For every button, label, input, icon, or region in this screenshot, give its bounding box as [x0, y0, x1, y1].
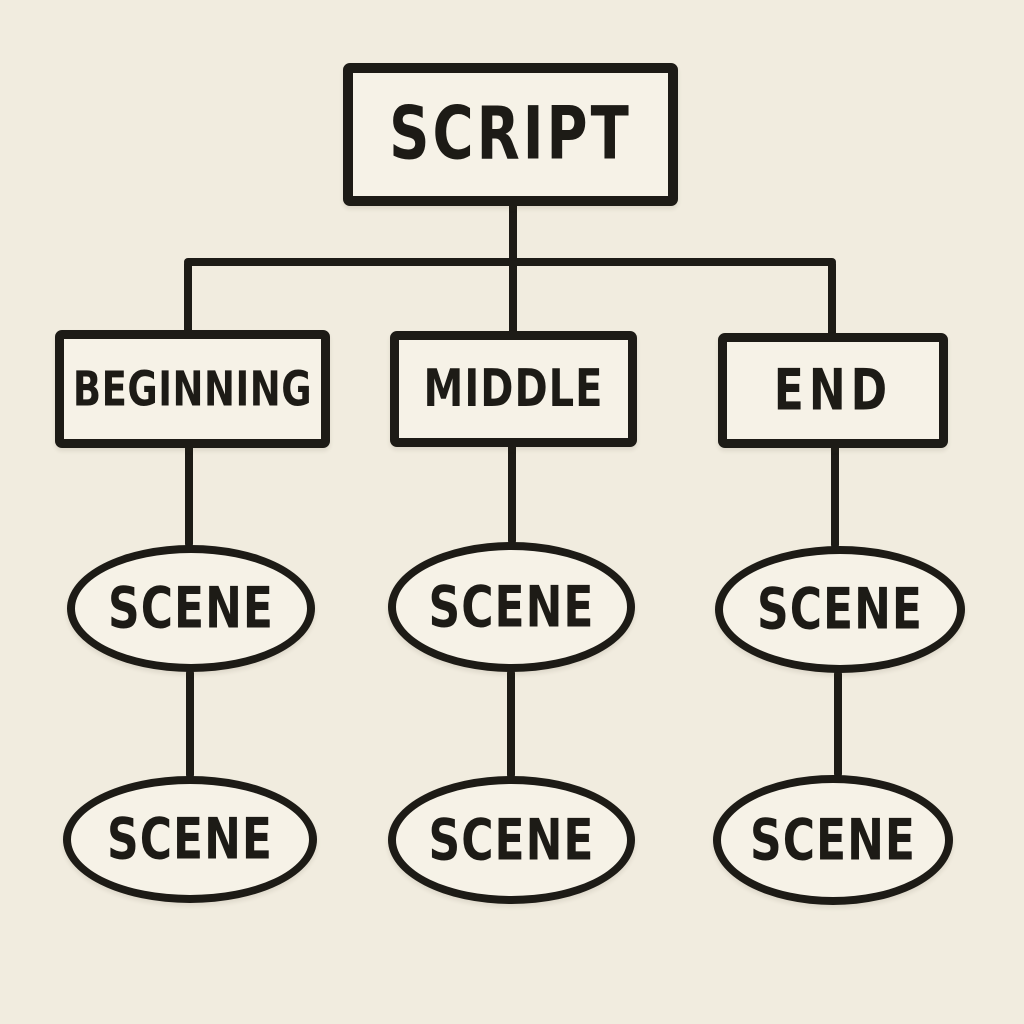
node-scene-beginning-2: SCENE: [63, 776, 317, 903]
edge-middle-scene1: [508, 443, 516, 545]
edge-end-scene1: [831, 444, 839, 549]
edge-end-scene2: [834, 670, 842, 778]
node-beginning-label: BEGINNING: [72, 361, 313, 417]
node-middle-label: MIDDLE: [423, 359, 604, 419]
node-script: SCRIPT: [343, 63, 678, 206]
node-scene-label: SCENE: [428, 573, 595, 641]
node-scene-beginning-1: SCENE: [67, 545, 315, 672]
edge-script-trunk: [509, 202, 517, 264]
node-scene-middle-2: SCENE: [388, 776, 635, 904]
node-scene-label: SCENE: [757, 576, 923, 643]
node-script-label: SCRIPT: [389, 92, 632, 177]
edge-beginning-scene2: [186, 669, 194, 779]
edge-drop-end: [828, 260, 836, 337]
node-end-label: END: [773, 357, 893, 424]
node-scene-end-1: SCENE: [715, 546, 965, 673]
node-scene-middle-1: SCENE: [388, 542, 635, 672]
node-scene-label: SCENE: [750, 806, 916, 874]
node-scene-label: SCENE: [108, 575, 274, 642]
node-end: END: [718, 333, 948, 448]
node-beginning: BEGINNING: [55, 330, 330, 448]
node-scene-label: SCENE: [428, 806, 595, 874]
node-scene-end-2: SCENE: [713, 775, 953, 905]
edge-drop-beginning: [184, 260, 192, 334]
node-scene-label: SCENE: [107, 806, 273, 873]
edge-beginning-scene1: [185, 444, 193, 548]
edge-drop-middle: [509, 260, 517, 335]
node-middle: MIDDLE: [390, 331, 637, 447]
edge-middle-scene2: [507, 669, 515, 779]
